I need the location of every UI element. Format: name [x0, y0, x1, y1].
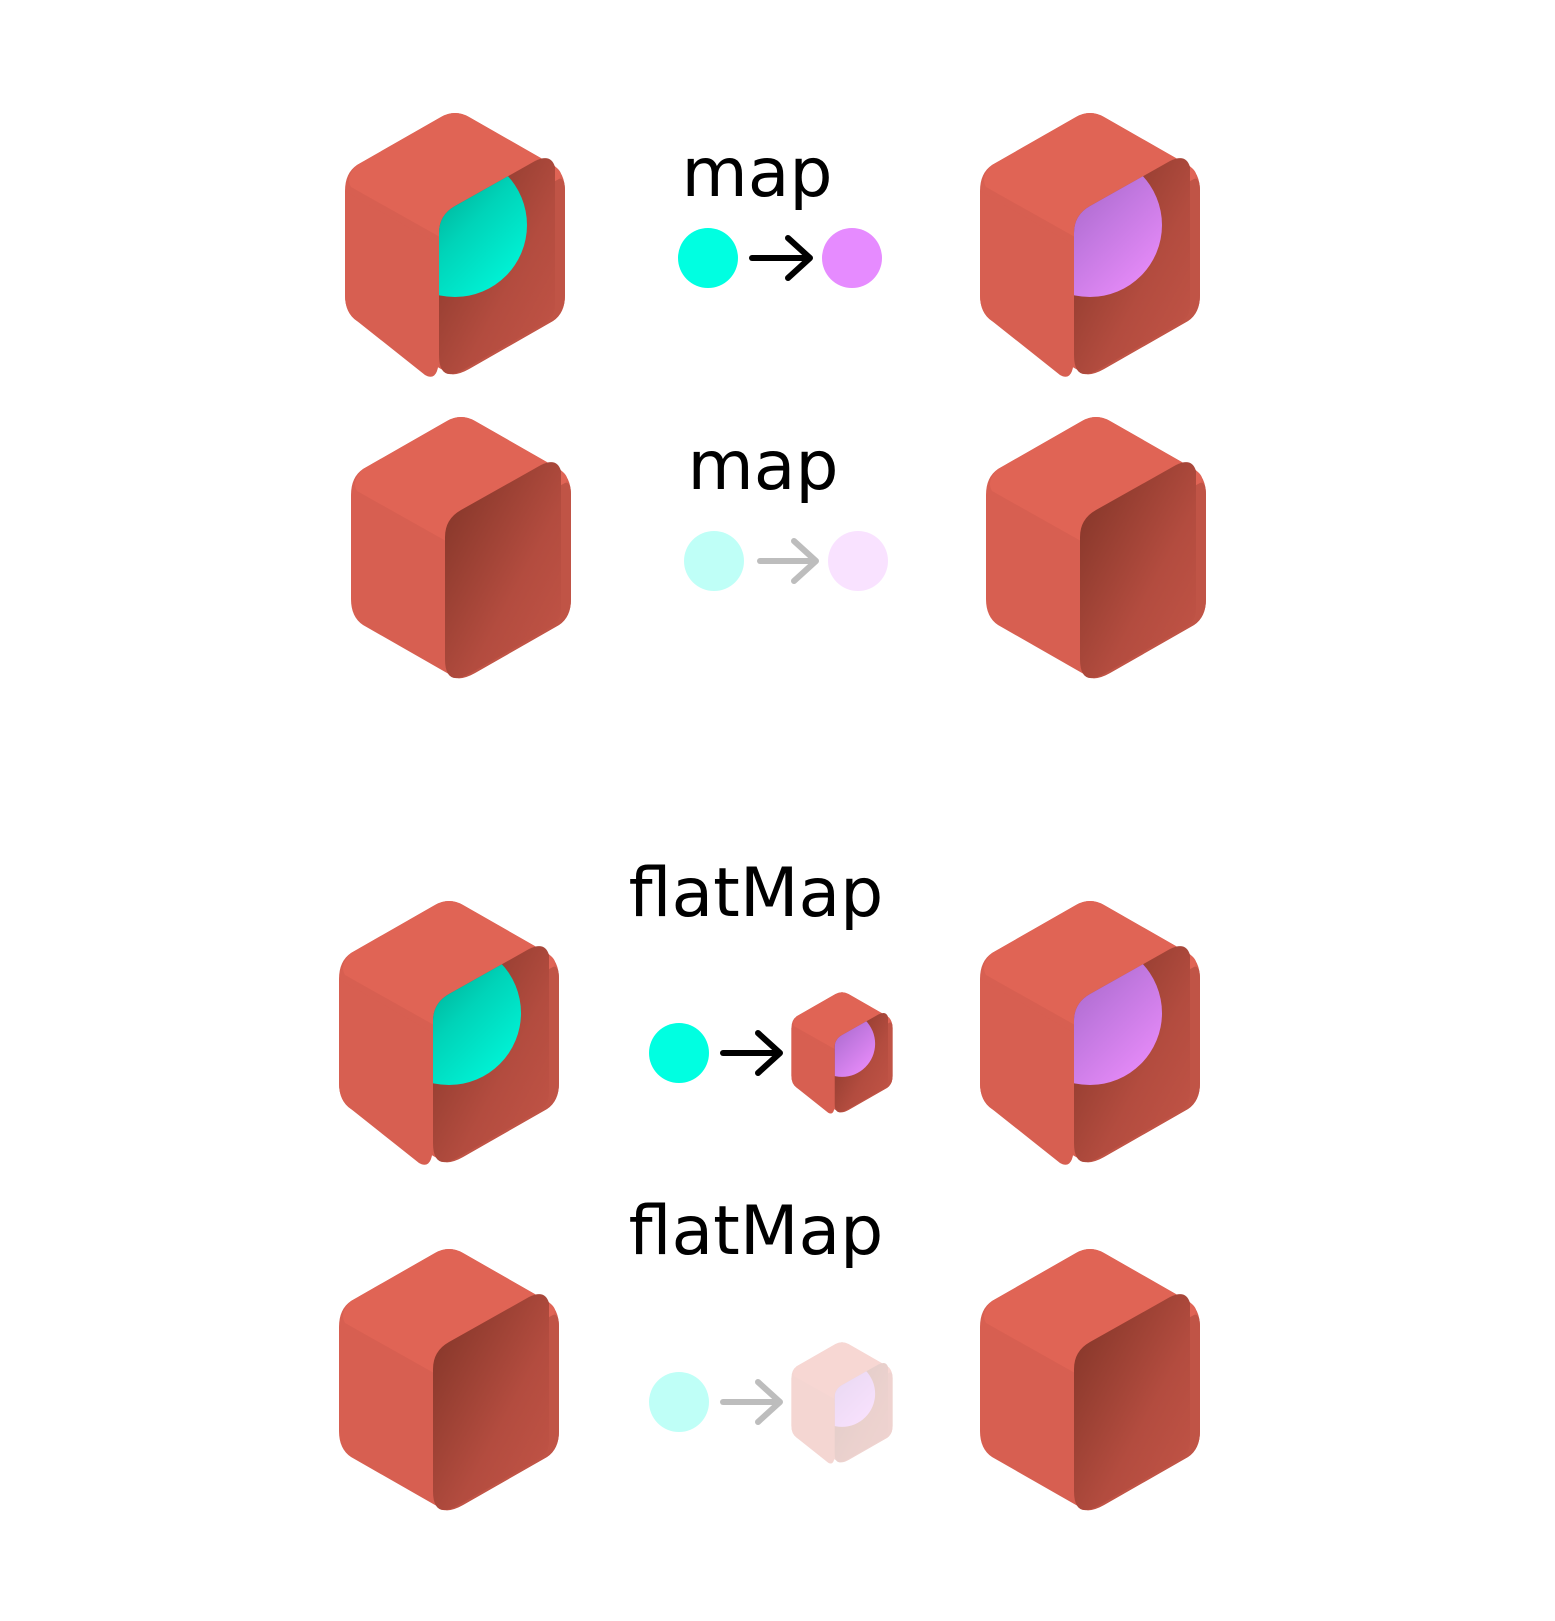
row3-input-value — [649, 1023, 709, 1083]
row4-operation-label: flatMap — [628, 1192, 884, 1271]
row4-transform-arrow — [720, 1379, 783, 1425]
row1-input-box-front-lip — [345, 191, 439, 377]
row4-output-mini-box-top-face — [793, 1342, 891, 1402]
row4-input-box — [339, 1249, 559, 1511]
diagram-root — [339, 113, 1206, 1511]
row1-output-box-top-face — [984, 113, 1196, 241]
row2-input-box — [351, 417, 571, 679]
row4-output-mini-box-value-ball — [834, 1362, 876, 1427]
row4-output-mini-box — [791, 1342, 893, 1464]
row3-output-box-top-face — [984, 901, 1196, 1029]
row2-transform-arrow-head — [791, 538, 819, 584]
row1-input-value — [678, 228, 738, 288]
row2-transform-arrow — [757, 538, 819, 584]
row2-output-box-top-face — [990, 417, 1202, 545]
row3-output-mini-box-top-face — [793, 992, 891, 1052]
row4-output-box-opening — [1074, 1294, 1190, 1511]
row2-input-box-top-face — [355, 417, 567, 545]
row2-output-box-opening — [1080, 462, 1196, 679]
row4-output-box — [980, 1249, 1200, 1511]
row3-operation-label: flatMap — [628, 854, 884, 933]
row1-output-box-front-lip — [980, 191, 1074, 377]
row2-output-box — [986, 417, 1206, 679]
row1-input-box-value-ball — [439, 158, 527, 297]
row2-input-value — [684, 531, 744, 591]
row3-output-mini-box — [791, 992, 893, 1114]
row4-transform-arrow-head — [755, 1379, 783, 1425]
row4-output-box-top-face — [984, 1249, 1196, 1377]
row3-output-mini-box-front-lip — [791, 1028, 835, 1114]
row1-operation-label: map — [681, 134, 833, 213]
row4-output-mini-box-front-lip — [791, 1378, 835, 1464]
row3-output-box — [980, 901, 1200, 1165]
row3-transform-arrow-head — [755, 1030, 783, 1076]
row1-transform-arrow-head — [785, 235, 813, 281]
row3-input-box — [339, 901, 559, 1165]
row3-output-mini-box-value-ball — [834, 1012, 876, 1077]
row1-transform-arrow — [749, 235, 813, 281]
row2-input-box-opening — [445, 462, 561, 679]
row2-operation-label: map — [687, 427, 839, 506]
row2-output-value — [828, 531, 888, 591]
row1-input-box-top-face — [349, 113, 561, 241]
row1-input-box — [345, 113, 565, 377]
row4-input-value — [649, 1372, 709, 1432]
row1-output-box — [980, 113, 1200, 377]
row4-input-box-opening — [433, 1294, 549, 1511]
row3-input-box-front-lip — [339, 979, 433, 1165]
row3-input-box-value-ball — [433, 946, 521, 1085]
row3-input-box-top-face — [343, 901, 555, 1029]
row1-output-box-value-ball — [1074, 158, 1162, 297]
row3-transform-arrow — [720, 1030, 783, 1076]
row1-output-value — [822, 228, 882, 288]
row4-input-box-top-face — [343, 1249, 555, 1377]
row3-output-box-front-lip — [980, 979, 1074, 1165]
row3-output-box-value-ball — [1074, 946, 1162, 1085]
